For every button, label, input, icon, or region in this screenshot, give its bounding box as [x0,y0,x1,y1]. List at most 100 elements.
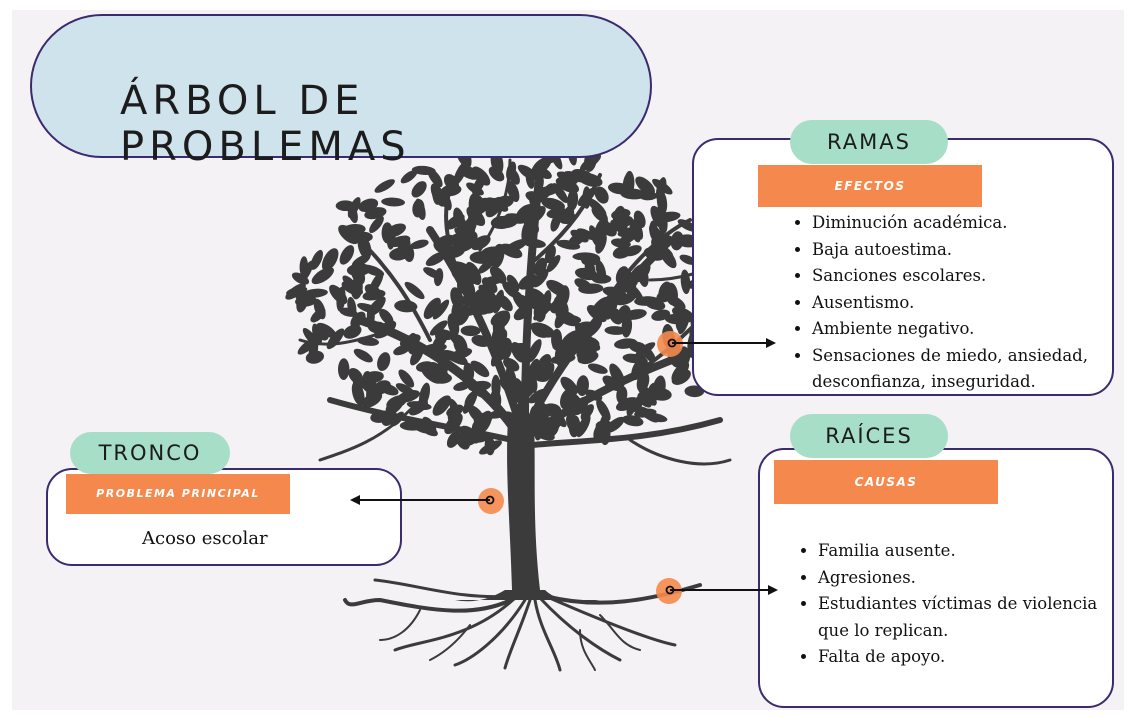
leaf [299,256,309,277]
leaf [415,361,435,373]
leaf [470,360,490,378]
leaf [623,309,647,320]
leaf [469,251,495,264]
leaf [329,284,348,305]
leaf [351,381,365,406]
leaf [305,350,324,364]
list-item: Diminución académica. [812,210,1122,237]
leaf [560,376,578,395]
leaf [358,198,379,213]
leaf [414,198,426,220]
leaf [348,367,364,385]
leaf [302,288,328,298]
leaf [311,267,334,285]
leaf [429,320,448,336]
leaf [563,171,586,183]
leaf [639,191,658,201]
leaf [546,255,561,273]
leaf [475,410,493,434]
leaf [638,406,659,423]
leaf [591,274,612,284]
leaf [610,219,627,233]
leaf [473,197,490,216]
tree-branches [298,158,732,602]
leaf [484,198,503,213]
leaf [404,281,425,300]
leaf [452,303,474,316]
leaf [453,334,468,356]
leaf [377,352,391,372]
leaf [566,414,577,432]
leaf [517,164,538,181]
leaf [408,399,428,416]
leaf [397,235,411,259]
leaf [576,375,589,396]
leaf [321,248,339,271]
leaf [372,380,391,395]
leaf [655,177,667,201]
leaf [466,182,484,196]
leaf [587,363,608,374]
leaf [666,294,686,310]
leaf [494,313,511,330]
leaf [455,220,475,230]
leaf [581,253,601,266]
leaf [594,186,609,204]
causas-list: Familia ausente. Agresiones. Estudiantes… [796,538,1128,671]
leaf [671,361,690,382]
leaf [567,189,579,211]
leaf [341,223,366,236]
leaf [431,372,452,384]
leaf [427,168,443,188]
leaf [460,431,482,447]
leaf [285,283,306,300]
leaf [362,391,383,408]
leaf [652,375,666,401]
problema-principal-band: PROBLEMA PRINCIPAL [66,474,290,514]
leaf [497,294,513,312]
leaf [555,285,570,310]
list-item: Ausentismo. [812,290,1122,317]
leaf [310,249,323,270]
leaf [541,197,565,211]
leaf [393,344,411,356]
leaf [384,223,407,238]
causas-band: CAUSAS [774,460,998,504]
leaf [432,299,450,320]
list-item: Sanciones escolares. [812,263,1122,290]
leaf [462,391,478,414]
leaf [460,325,481,337]
leaf [628,341,647,353]
leaf [578,283,604,294]
leaf [651,309,671,321]
leaf [604,326,627,335]
leaf [492,329,508,352]
leaf [622,172,635,199]
leaf [432,395,451,416]
leaf [362,289,386,301]
leaf [556,171,578,185]
leaf [353,348,373,363]
leaf [587,197,607,217]
leaf [471,166,491,186]
efectos-band: EFECTOS [758,165,982,207]
leaf [499,243,523,259]
tronco-tab: TRONCO [70,432,230,474]
leaf [616,385,628,404]
leaf [313,298,326,320]
leaf [632,218,644,240]
leaf [398,369,415,388]
leaf [555,177,580,193]
problema-principal-text: Acoso escolar [142,528,268,549]
leaf [316,322,337,338]
leaf [347,203,358,224]
leaf [527,339,542,363]
leaf [343,324,362,339]
leaf [593,420,607,441]
leaf [369,215,384,234]
list-item: Familia ausente. [818,538,1128,565]
leaf [503,357,520,372]
leaf [432,182,442,205]
leaf [395,383,415,396]
